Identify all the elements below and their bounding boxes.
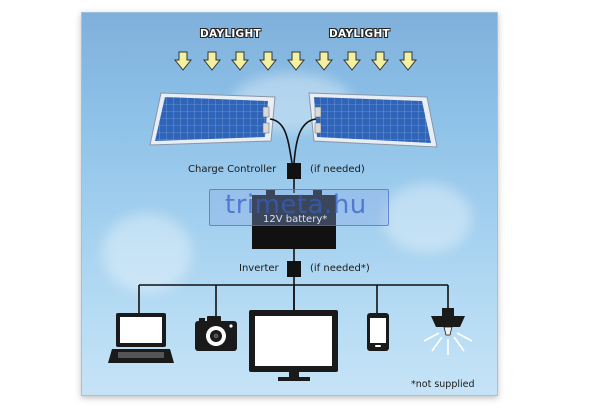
tv-icon xyxy=(249,310,338,381)
lamp-icon xyxy=(423,308,473,355)
charge-controller-label: Charge Controller xyxy=(188,164,277,175)
battery-box xyxy=(252,190,336,249)
sun-arrow-icon xyxy=(174,51,192,71)
laptop-icon xyxy=(108,313,174,363)
footnote: *not supplied xyxy=(411,379,475,390)
sun-arrow-icon xyxy=(315,51,333,71)
charge-controller-note: (if needed) xyxy=(310,164,365,175)
daylight-label-right: DAYLIGHT xyxy=(329,28,391,40)
battery-label: 12V battery* xyxy=(263,214,328,225)
camera-icon xyxy=(195,316,237,351)
sun-arrow-icon xyxy=(399,51,417,71)
sun-arrow-icon xyxy=(203,51,221,71)
watermark-text: trimeta.hu xyxy=(225,190,367,220)
watermark-box xyxy=(209,189,389,226)
sun-arrow-icon xyxy=(287,51,305,71)
sun-arrow-icon xyxy=(259,51,277,71)
inverter-label: Inverter xyxy=(239,263,279,274)
solar-diagram-panel: DAYLIGHT DAYLIGHT Charge Controller (if … xyxy=(81,12,498,396)
sun-arrow-icon xyxy=(231,51,249,71)
solar-panel-left xyxy=(149,92,276,146)
daylight-label-left: DAYLIGHT xyxy=(200,28,262,40)
inverter-note: (if needed*) xyxy=(310,263,370,274)
distribution-lines xyxy=(138,277,449,317)
inverter-box xyxy=(287,261,301,277)
phone-icon xyxy=(367,313,389,351)
charge-controller-box xyxy=(287,163,301,179)
daylight-arrows xyxy=(174,51,417,71)
panel-cables xyxy=(269,118,317,164)
sun-arrow-icon xyxy=(343,51,361,71)
solar-panel-right xyxy=(308,92,438,148)
solar-system-diagram xyxy=(108,51,473,381)
sun-arrow-icon xyxy=(371,51,389,71)
